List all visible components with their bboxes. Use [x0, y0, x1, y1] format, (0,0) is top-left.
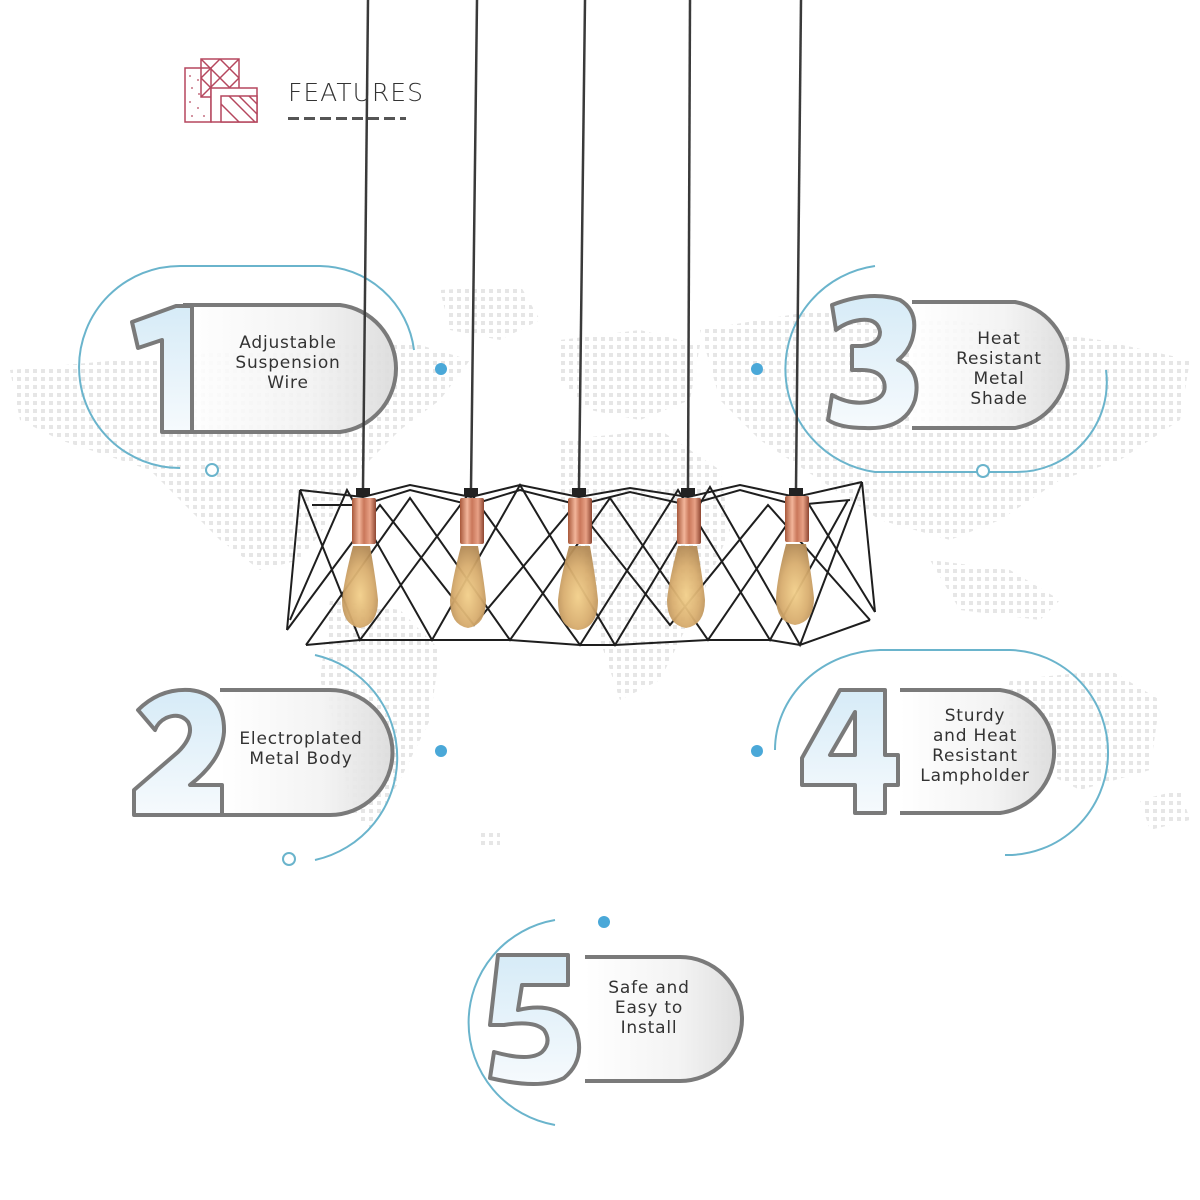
feature-3-label: Heat Resistant Metal Shade [956, 329, 1042, 409]
feature-2-badge [132, 654, 447, 866]
bulb-3 [558, 488, 598, 630]
page-title: FEATURES [288, 78, 424, 107]
number-4-outline [800, 688, 900, 815]
feature-4-label: Sturdy and Heat Resistant Lampholder [920, 706, 1030, 786]
number-5-outline [488, 953, 581, 1086]
bulb-2 [450, 488, 486, 628]
title-dashed-underline [288, 117, 406, 120]
number-2-outline [132, 687, 227, 817]
feature-5-badge [467, 916, 744, 1126]
bulb-4 [667, 488, 705, 628]
feature-2-label: Electroplated Metal Body [239, 729, 363, 769]
number-3-outline [826, 294, 919, 431]
bulbs [342, 488, 814, 630]
materials-pattern-icon [184, 58, 258, 123]
feature-3-badge [751, 265, 1108, 478]
feature-1-badge [78, 265, 447, 477]
suspension-wires [361, 0, 803, 489]
number-1-outline [130, 304, 194, 434]
feature-5-label: Safe and Easy to Install [608, 978, 690, 1038]
bulb-5 [776, 488, 814, 625]
feature-1-label: Adjustable Suspension Wire [235, 333, 341, 393]
feature-4-badge [751, 649, 1110, 857]
bulb-1 [342, 488, 378, 628]
